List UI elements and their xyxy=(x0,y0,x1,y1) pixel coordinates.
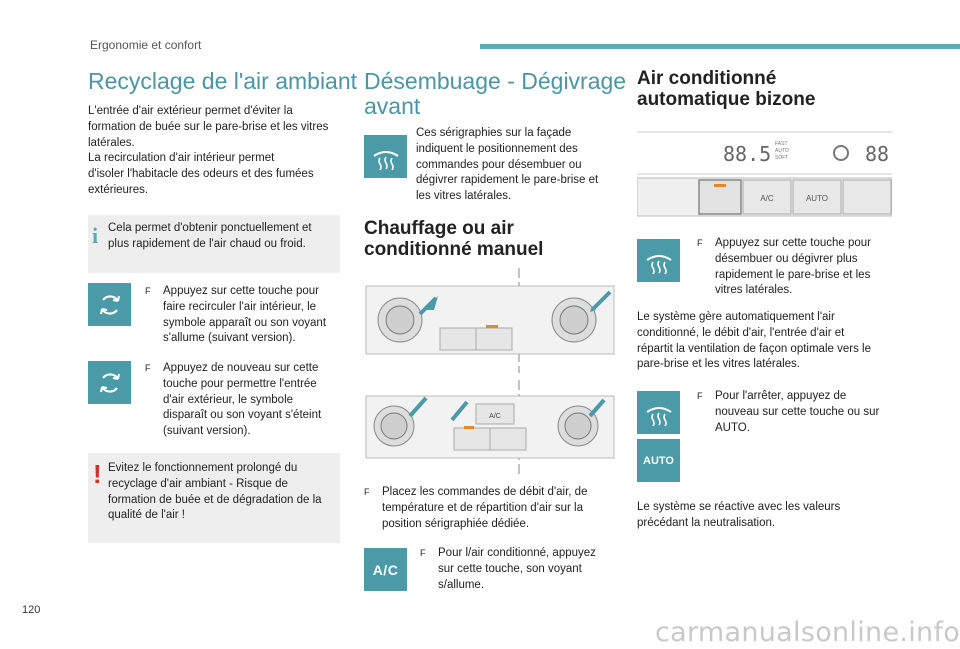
bullet-marker: F xyxy=(145,363,151,373)
recirculation-icon xyxy=(99,294,120,315)
ac-button-tile: A/C xyxy=(364,548,407,591)
recirculation-button-tile xyxy=(88,283,131,326)
recycling-title: Recyclage de l'air ambiant xyxy=(88,68,358,94)
display-small-1: FAST xyxy=(775,141,788,147)
recycling-intro: L'entrée d'air extérieur permet d'éviter… xyxy=(88,105,329,196)
auto-panel-illustration: 88.5 FAST AUTO SOFT 88 A/C AUTO xyxy=(636,128,893,218)
demist-off-button-tile xyxy=(637,391,680,434)
recycling-step-1: F Appuyez sur cette touche pour faire re… xyxy=(145,285,327,345)
auto-panel-drawing: 88.5 FAST AUTO SOFT 88 A/C AUTO xyxy=(636,131,893,217)
auto-step-2: F Pour l'arrêter, appuyez de nouveau sur… xyxy=(697,390,880,434)
manual-controls-drawing: A/C xyxy=(365,268,615,478)
panel-auto-button: AUTO xyxy=(806,194,828,203)
display-small-2: AUTO xyxy=(775,148,789,154)
demist-title: Désembuage - Dégivrage avant xyxy=(364,68,627,119)
windscreen-defrost-icon xyxy=(372,150,399,170)
warning-box: ! Evitez le fonctionnement prolongé du r… xyxy=(88,453,340,543)
manual-step-1: F Placez les commandes de débit d'air, d… xyxy=(364,486,588,530)
fresh-air-button-tile xyxy=(88,361,131,404)
bullet-marker: F xyxy=(145,286,151,296)
recycling-step-2: F Appuyez de nouveau sur cette touche po… xyxy=(145,362,322,438)
warning-icon: ! xyxy=(93,459,102,489)
demist-button-tile xyxy=(637,239,680,282)
auto-button-tile: AUTO xyxy=(637,439,680,482)
info-box: i Cela permet d'obtenir ponctuellement e… xyxy=(88,215,340,273)
panel-ac-button: A/C xyxy=(760,194,774,203)
manual-controls-illustration: A/C xyxy=(364,268,616,478)
page-number: 120 xyxy=(22,604,41,616)
info-icon: i xyxy=(92,223,99,248)
bullet-marker: F xyxy=(364,487,370,497)
ac-tile-label: A/C xyxy=(372,561,399,578)
auto-reactivation-note: Le système se réactive avec les valeurs … xyxy=(637,501,841,529)
manual-ac-subtitle: Chauffage ou air conditionné manuel xyxy=(364,218,544,260)
bullet-marker: F xyxy=(697,238,703,248)
panel-ac-label: A/C xyxy=(489,413,501,420)
auto-ac-title: Air conditionné automatique bizone xyxy=(637,68,816,110)
section-header-bar xyxy=(480,44,960,49)
display-left: 88.5 xyxy=(723,142,771,166)
demist-intro: Ces sérigraphies sur la façade indiquent… xyxy=(416,127,599,203)
display-small-3: SOFT xyxy=(775,155,788,161)
watermark: carmanualsonline.info xyxy=(655,617,960,648)
recirculation-icon xyxy=(99,372,120,393)
auto-description: Le système gère automatiquement l'air co… xyxy=(637,311,871,371)
section-header: Ergonomie et confort xyxy=(90,38,202,52)
windscreen-defrost-icon xyxy=(645,254,672,274)
auto-step-1: F Appuyez sur cette touche pour désembue… xyxy=(697,237,871,297)
display-right: 88 xyxy=(865,142,889,166)
manual-step-2: F Pour l/air conditionné, appuyez sur ce… xyxy=(420,547,596,591)
windscreen-defrost-icon xyxy=(645,406,672,426)
bullet-marker: F xyxy=(697,391,703,401)
bullet-marker: F xyxy=(420,548,426,558)
auto-tile-label: AUTO xyxy=(643,454,674,467)
windscreen-demist-tile xyxy=(364,135,407,178)
